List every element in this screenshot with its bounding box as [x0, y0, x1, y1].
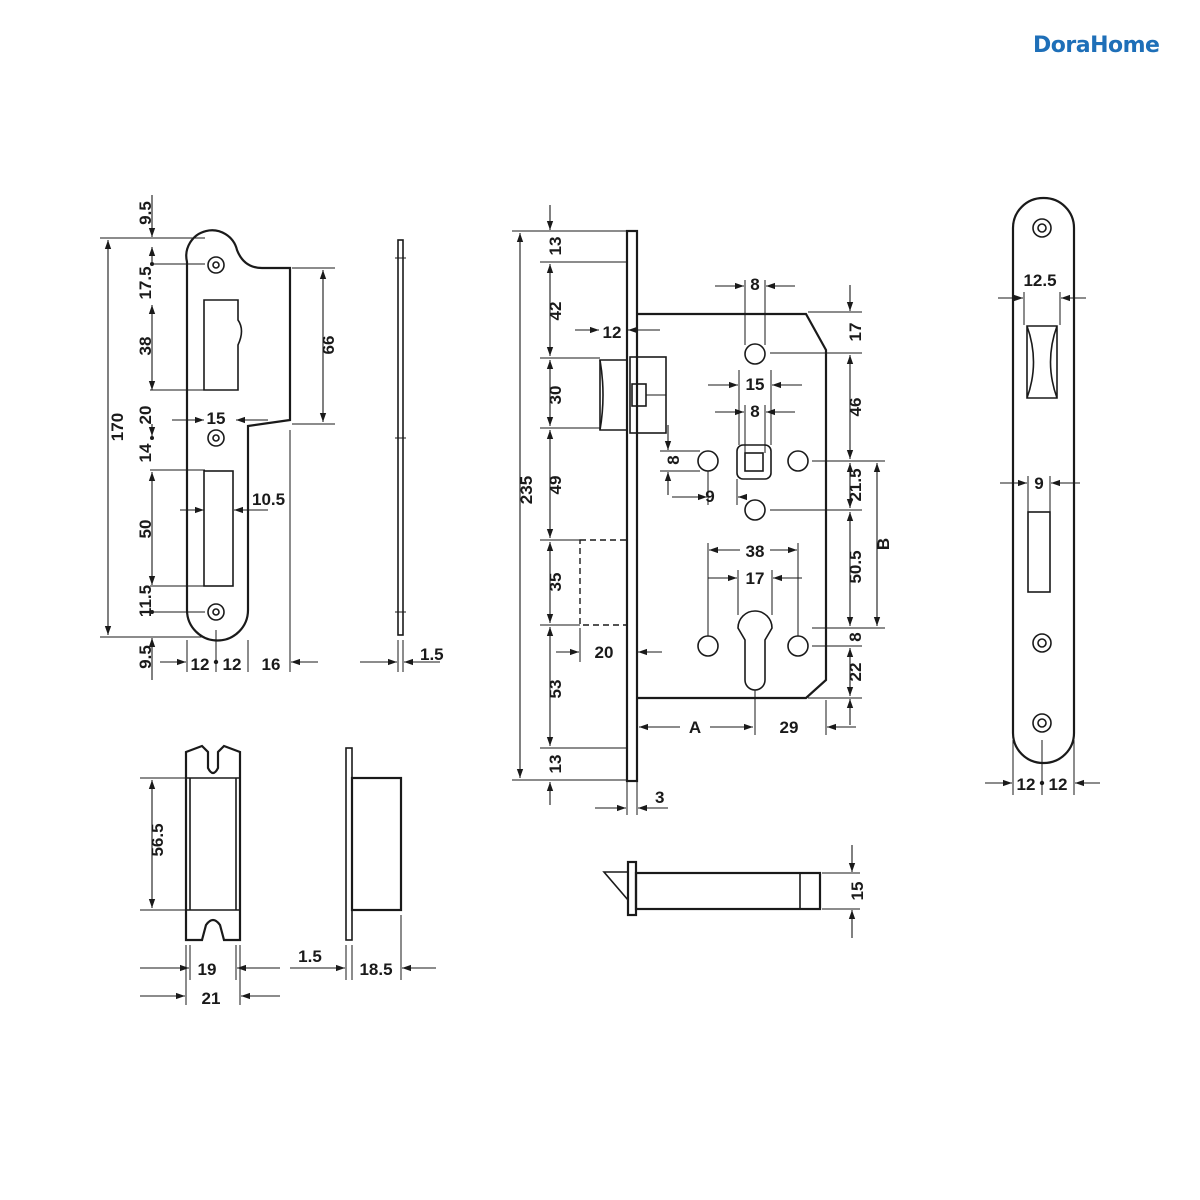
dim-lock-17-vertical: 17: [846, 323, 865, 342]
faceplate-dimensions: 12.5 9 12 12: [985, 271, 1100, 795]
dim-lock-a: A: [689, 718, 701, 737]
deadbolt-dimensions: 15: [822, 845, 867, 938]
dim-strike-66: 66: [319, 336, 338, 355]
dim-lock-8-spindle: 8: [750, 402, 759, 421]
dim-lock-30: 30: [546, 386, 565, 405]
dim-lock-22: 22: [846, 663, 865, 682]
logo-o-dot-icon: o: [1050, 33, 1066, 58]
dim-lock-49: 49: [546, 476, 565, 495]
dim-lock-13-top: 13: [546, 237, 565, 256]
dim-faceplate-12-5: 12.5: [1023, 271, 1056, 290]
dim-lock-50-5: 50.5: [846, 550, 865, 583]
dim-box-side-18-5: 18.5: [359, 960, 392, 979]
faceplate-latch-opening: [1026, 325, 1058, 399]
strike-plate-dimensions: 9.5 17.5 38 20 15 14 50 10.5 11.5 9.5 17…: [100, 195, 338, 680]
dim-strike-15: 15: [207, 409, 226, 428]
dim-strike-10-5: 10.5: [252, 490, 285, 509]
logo-text-home: Home: [1090, 33, 1160, 58]
faceplate-screw-top: [1032, 218, 1052, 238]
fixing-hole-bottom-right: [787, 635, 809, 657]
dorahome-logo: DoraHome: [1033, 33, 1160, 58]
latch-bolt: [599, 359, 628, 431]
deadbolt-side-view: [602, 860, 822, 917]
dim-lock-8-left: 8: [664, 455, 683, 464]
faceplate-bolt-opening: [1027, 511, 1051, 593]
dim-lock-b: B: [874, 538, 893, 550]
logo-text-d: D: [1033, 33, 1051, 58]
dim-faceplate-12-right: 12: [1049, 775, 1068, 794]
dim-lock-8-top: 8: [750, 275, 759, 294]
dim-lock-35: 35: [546, 573, 565, 592]
dim-lock-8-right: 8: [846, 632, 865, 641]
dim-lock-42: 42: [546, 302, 565, 321]
faceplate-screw-bottom: [1032, 713, 1052, 733]
screw-hole-top: [207, 256, 225, 274]
dim-strike-20: 20: [136, 406, 155, 425]
lock-case-outline: [637, 312, 828, 700]
dim-strike-side-1-5: 1.5: [420, 645, 444, 664]
dim-strike-16: 16: [262, 655, 281, 674]
dim-strike-38: 38: [136, 337, 155, 356]
cylinder-keyhole-profile: [737, 610, 773, 691]
strike-box-side-view: [345, 747, 403, 941]
dim-lock-12: 12: [603, 323, 622, 342]
dim-box-side-1-5: 1.5: [298, 947, 322, 966]
dim-strike-9-5-bottom: 9.5: [136, 645, 155, 669]
dim-strike-170: 170: [108, 413, 127, 441]
dim-lock-15: 15: [746, 375, 765, 394]
dim-lock-20: 20: [595, 643, 614, 662]
latch-opening: [203, 299, 243, 391]
strike-box-outline: [184, 744, 242, 942]
strike-plate-front-view: [185, 229, 292, 642]
bolt-hook: [602, 871, 629, 903]
dim-lock-17-horizontal: 17: [746, 569, 765, 588]
dim-strike-17-5: 17.5: [136, 266, 155, 299]
bolt-opening: [203, 470, 234, 587]
fixing-hole-right: [787, 450, 809, 472]
dim-strike-14: 14: [136, 443, 155, 462]
dim-lock-29: 29: [780, 718, 799, 737]
strike-box-dimensions: 56.5 19 21: [140, 777, 280, 1008]
dim-box-21: 21: [202, 989, 221, 1008]
dim-lock-21-5: 21.5: [846, 468, 865, 501]
screw-hole-upper: [744, 343, 766, 365]
dim-strike-12-left: 12: [191, 655, 210, 674]
faceplate-outline: [1011, 196, 1076, 765]
dim-faceplate-12-left: 12: [1017, 775, 1036, 794]
strike-plate-side-view: [395, 239, 406, 636]
fixing-hole-bottom-left: [697, 635, 719, 657]
strike-box-side-dimensions: 1.5 18.5: [290, 915, 436, 980]
dim-strike-50: 50: [136, 520, 155, 539]
dim-lock-53: 53: [546, 680, 565, 699]
screw-hole-middle: [207, 429, 225, 447]
lock-body-dimensions: 13 42 12 30 49 35 20 53 13 235 3 8: [512, 205, 893, 815]
follower-spindle-square: [736, 444, 772, 480]
fixing-hole-left: [697, 450, 719, 472]
dim-lock-235: 235: [517, 476, 536, 504]
faceplate-front-view: [1011, 196, 1076, 765]
logo-text-ra: ra: [1065, 33, 1091, 58]
dim-strike-9-5-top: 9.5: [136, 201, 155, 225]
dim-box-56-5: 56.5: [148, 823, 167, 856]
strike-side-dimensions: 1.5: [360, 640, 444, 672]
dim-lock-13-bottom: 13: [546, 755, 565, 774]
dim-faceplate-9: 9: [1034, 474, 1043, 493]
strike-plate-outline: [185, 229, 292, 642]
screw-hole-center: [744, 499, 766, 521]
dim-strike-12-right: 12: [223, 655, 242, 674]
dim-box-19: 19: [198, 960, 217, 979]
deadbolt-retracted: [579, 539, 628, 626]
lock-faceplate: [625, 229, 639, 783]
faceplate-screw-middle: [1032, 633, 1052, 653]
dim-strike-11-5: 11.5: [136, 585, 155, 617]
strike-box-front-view: [184, 744, 242, 942]
dim-lock-46: 46: [846, 398, 865, 417]
dim-lock-38: 38: [746, 542, 765, 561]
dim-lock-3: 3: [655, 788, 664, 807]
dim-lock-9: 9: [705, 487, 714, 506]
screw-hole-bottom: [207, 603, 225, 621]
dim-bolt-15: 15: [848, 882, 867, 901]
lock-body-view: [579, 229, 828, 783]
